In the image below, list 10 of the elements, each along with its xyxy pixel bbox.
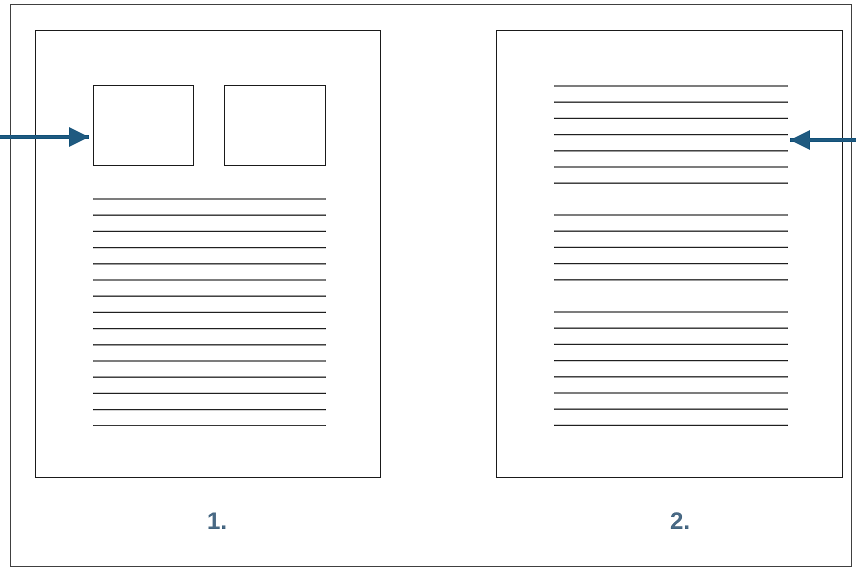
- text-lines: [93, 198, 326, 426]
- arrow: [790, 130, 856, 150]
- text-lines: [554, 85, 788, 426]
- image-placeholder: [93, 85, 194, 166]
- arrow: [0, 127, 89, 147]
- page-number: 2.: [670, 508, 690, 536]
- page-outline: [496, 30, 843, 478]
- page-outline: [35, 30, 381, 478]
- page-number: 1.: [207, 508, 228, 536]
- image-placeholder: [224, 85, 326, 166]
